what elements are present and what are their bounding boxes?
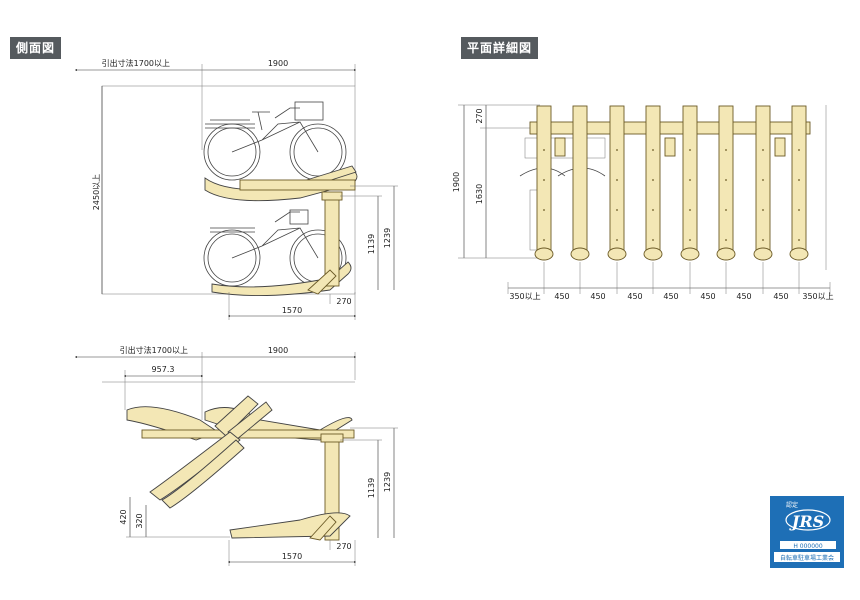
plan-dim-7: 450 — [773, 292, 788, 301]
h420-dim: 420 — [119, 509, 128, 524]
plan-view-label: 平面詳細図 — [461, 37, 539, 59]
width-dim-bottom: 1900 — [268, 346, 288, 355]
lower-bicycle — [203, 209, 347, 287]
height-dim-top: 2450以上 — [92, 174, 101, 210]
w270-bottom: 270 — [336, 542, 351, 551]
w270-top: 270 — [336, 297, 351, 306]
h1239-top: 1239 — [383, 228, 392, 248]
side-view-top: 引出寸法1700以上 1900 2450以上 — [74, 58, 398, 320]
plan-dim-6: 450 — [736, 292, 751, 301]
h320-dim: 320 — [135, 513, 144, 528]
upper-bicycle — [203, 101, 347, 181]
plan-dim-2: 450 — [590, 292, 605, 301]
plan-dim-5: 450 — [700, 292, 715, 301]
plan-dim-1: 450 — [554, 292, 569, 301]
width-dim-top: 1900 — [268, 59, 288, 68]
pull-out-dim-bottom: 引出寸法1700以上 — [120, 345, 188, 355]
h1239-bottom: 1239 — [383, 472, 392, 492]
plan-h1900: 1900 — [452, 172, 461, 192]
side-view-label: 側面図 — [10, 37, 62, 59]
w957-dim: 957.3 — [152, 365, 175, 374]
plan-h1630: 1630 — [475, 184, 484, 204]
h1139-top: 1139 — [367, 234, 376, 254]
badge-top-text: 認定 — [786, 501, 798, 509]
plan-view: 1900 1630 270 — [452, 104, 834, 301]
side-view-bottom: 引出寸法1700以上 1900 957.3 1139 1239 420 320 — [74, 345, 398, 566]
badge-code: H 000000 — [793, 543, 823, 550]
badge-org: 自転車駐車場工業会 — [780, 554, 834, 562]
w1570-top: 1570 — [282, 306, 302, 315]
plan-h270: 270 — [475, 108, 484, 123]
h1139-bottom: 1139 — [367, 478, 376, 498]
jrs-logo: JRS — [789, 512, 824, 531]
w1570-bottom: 1570 — [282, 552, 302, 561]
plan-dim-3: 450 — [627, 292, 642, 301]
jrs-certification-badge: 認定 JRS H 000000 自転車駐車場工業会 — [770, 496, 844, 568]
plan-dim-4: 450 — [663, 292, 678, 301]
plan-dim-0: 350以上 — [509, 292, 540, 301]
plan-rails — [534, 105, 809, 261]
pull-out-dim-top: 引出寸法1700以上 — [102, 58, 170, 68]
plan-dim-8: 350以上 — [802, 292, 833, 301]
